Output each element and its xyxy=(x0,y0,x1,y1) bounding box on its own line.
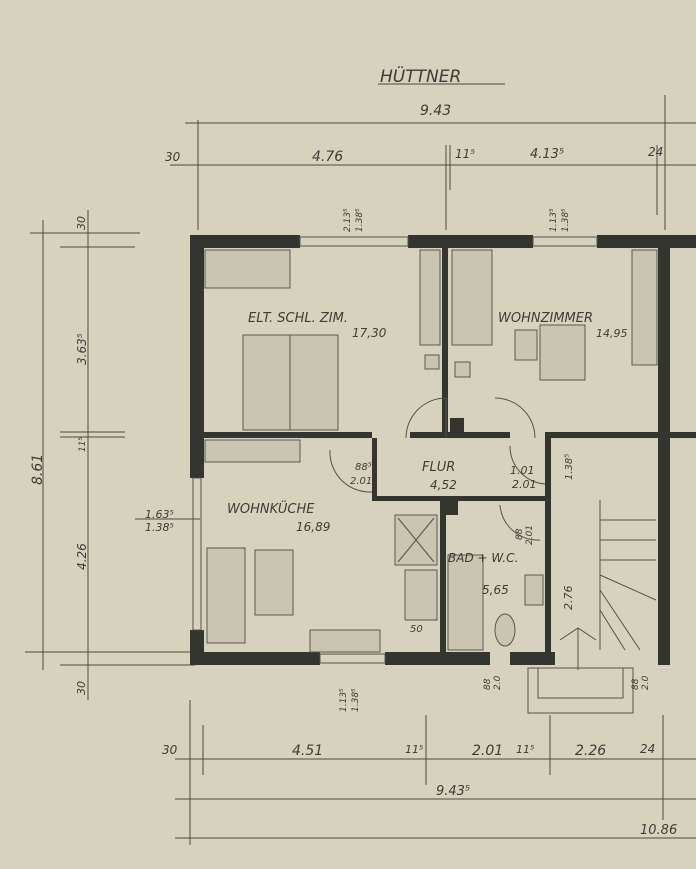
svg-text:9.43: 9.43 xyxy=(420,103,451,119)
svg-text:4.51: 4.51 xyxy=(292,743,323,759)
svg-text:1.38⁵: 1.38⁵ xyxy=(564,454,575,480)
room-area: 17,30 xyxy=(352,326,387,340)
svg-text:4.13⁵: 4.13⁵ xyxy=(530,147,564,162)
plan-title: HÜTTNER xyxy=(380,65,461,87)
svg-text:30: 30 xyxy=(75,216,88,230)
svg-text:88: 88 xyxy=(631,678,641,690)
room-name: WOHNZIMMER xyxy=(498,311,593,326)
svg-text:2.01: 2.01 xyxy=(350,476,372,487)
room-name: FLUR xyxy=(422,460,455,475)
room-labels: ELT. SCHL. ZIM. 17,30 WOHNZIMMER 14,95 F… xyxy=(227,311,628,597)
svg-text:24: 24 xyxy=(640,742,655,756)
svg-text:4.26: 4.26 xyxy=(75,543,89,570)
furniture xyxy=(204,249,658,653)
svg-text:1.38⁵: 1.38⁵ xyxy=(351,688,361,712)
svg-text:88: 88 xyxy=(483,678,493,690)
svg-text:1.38⁵: 1.38⁵ xyxy=(561,208,571,232)
svg-text:2.26: 2.26 xyxy=(575,743,606,759)
staircase xyxy=(527,500,657,714)
top-dimensions: 9.43 30 4.76 11⁵ 4.13⁵ 24 2.13⁵ 1.38⁵ 1.… xyxy=(165,95,696,232)
room-name: BAD + W.C. xyxy=(448,551,518,565)
room-area: 5,65 xyxy=(482,583,509,597)
room-name: ELT. SCHL. ZIM. xyxy=(248,311,348,326)
svg-text:24: 24 xyxy=(648,145,663,159)
detail-labels: 88⁵ 2.01 1.01 2.01 88 2.01 1.38⁵ 2.76 50… xyxy=(339,454,651,712)
svg-text:30: 30 xyxy=(162,743,178,757)
svg-text:2.0: 2.0 xyxy=(641,675,651,690)
svg-text:9.43⁵: 9.43⁵ xyxy=(436,784,470,799)
svg-text:2.01: 2.01 xyxy=(525,525,535,545)
svg-text:2.01: 2.01 xyxy=(472,743,503,759)
room-area: 14,95 xyxy=(596,327,628,340)
room-name: WOHNKÜCHE xyxy=(227,500,315,517)
windows xyxy=(192,236,598,664)
svg-text:1.13⁵: 1.13⁵ xyxy=(549,208,559,232)
svg-text:88⁵: 88⁵ xyxy=(355,462,372,473)
svg-text:30: 30 xyxy=(75,681,88,695)
svg-text:1.63⁵: 1.63⁵ xyxy=(145,508,174,521)
svg-text:11⁵: 11⁵ xyxy=(455,147,475,161)
walls xyxy=(190,235,696,665)
svg-text:1.38⁵: 1.38⁵ xyxy=(145,521,174,534)
svg-text:1.01: 1.01 xyxy=(510,464,535,477)
doors xyxy=(329,397,546,541)
svg-text:2.01: 2.01 xyxy=(512,478,537,491)
svg-text:2.0: 2.0 xyxy=(493,675,503,690)
svg-text:11⁵: 11⁵ xyxy=(405,743,423,756)
svg-text:1.38⁵: 1.38⁵ xyxy=(355,208,365,232)
svg-text:10.86: 10.86 xyxy=(640,823,677,838)
bottom-dimensions: 30 4.51 11⁵ 2.01 11⁵ 2.26 24 9.43⁵ 10.86 xyxy=(162,700,696,845)
svg-text:50: 50 xyxy=(410,624,423,635)
room-area: 4,52 xyxy=(430,478,457,492)
svg-text:3.63⁵: 3.63⁵ xyxy=(75,333,89,365)
svg-text:8.61: 8.61 xyxy=(30,454,46,485)
svg-text:1.13⁵: 1.13⁵ xyxy=(339,688,349,712)
svg-text:11⁵: 11⁵ xyxy=(78,437,88,452)
svg-text:11⁵: 11⁵ xyxy=(516,743,534,756)
svg-text:2.13⁵: 2.13⁵ xyxy=(343,208,353,232)
svg-text:30: 30 xyxy=(165,150,181,164)
room-area: 16,89 xyxy=(296,520,330,534)
svg-text:2.76: 2.76 xyxy=(562,586,575,611)
svg-text:88: 88 xyxy=(515,528,525,540)
left-dimensions: 8.61 30 3.63⁵ 11⁵ 4.26 30 1.63⁵ 1.38⁵ xyxy=(25,210,200,700)
svg-text:4.76: 4.76 xyxy=(312,149,343,165)
